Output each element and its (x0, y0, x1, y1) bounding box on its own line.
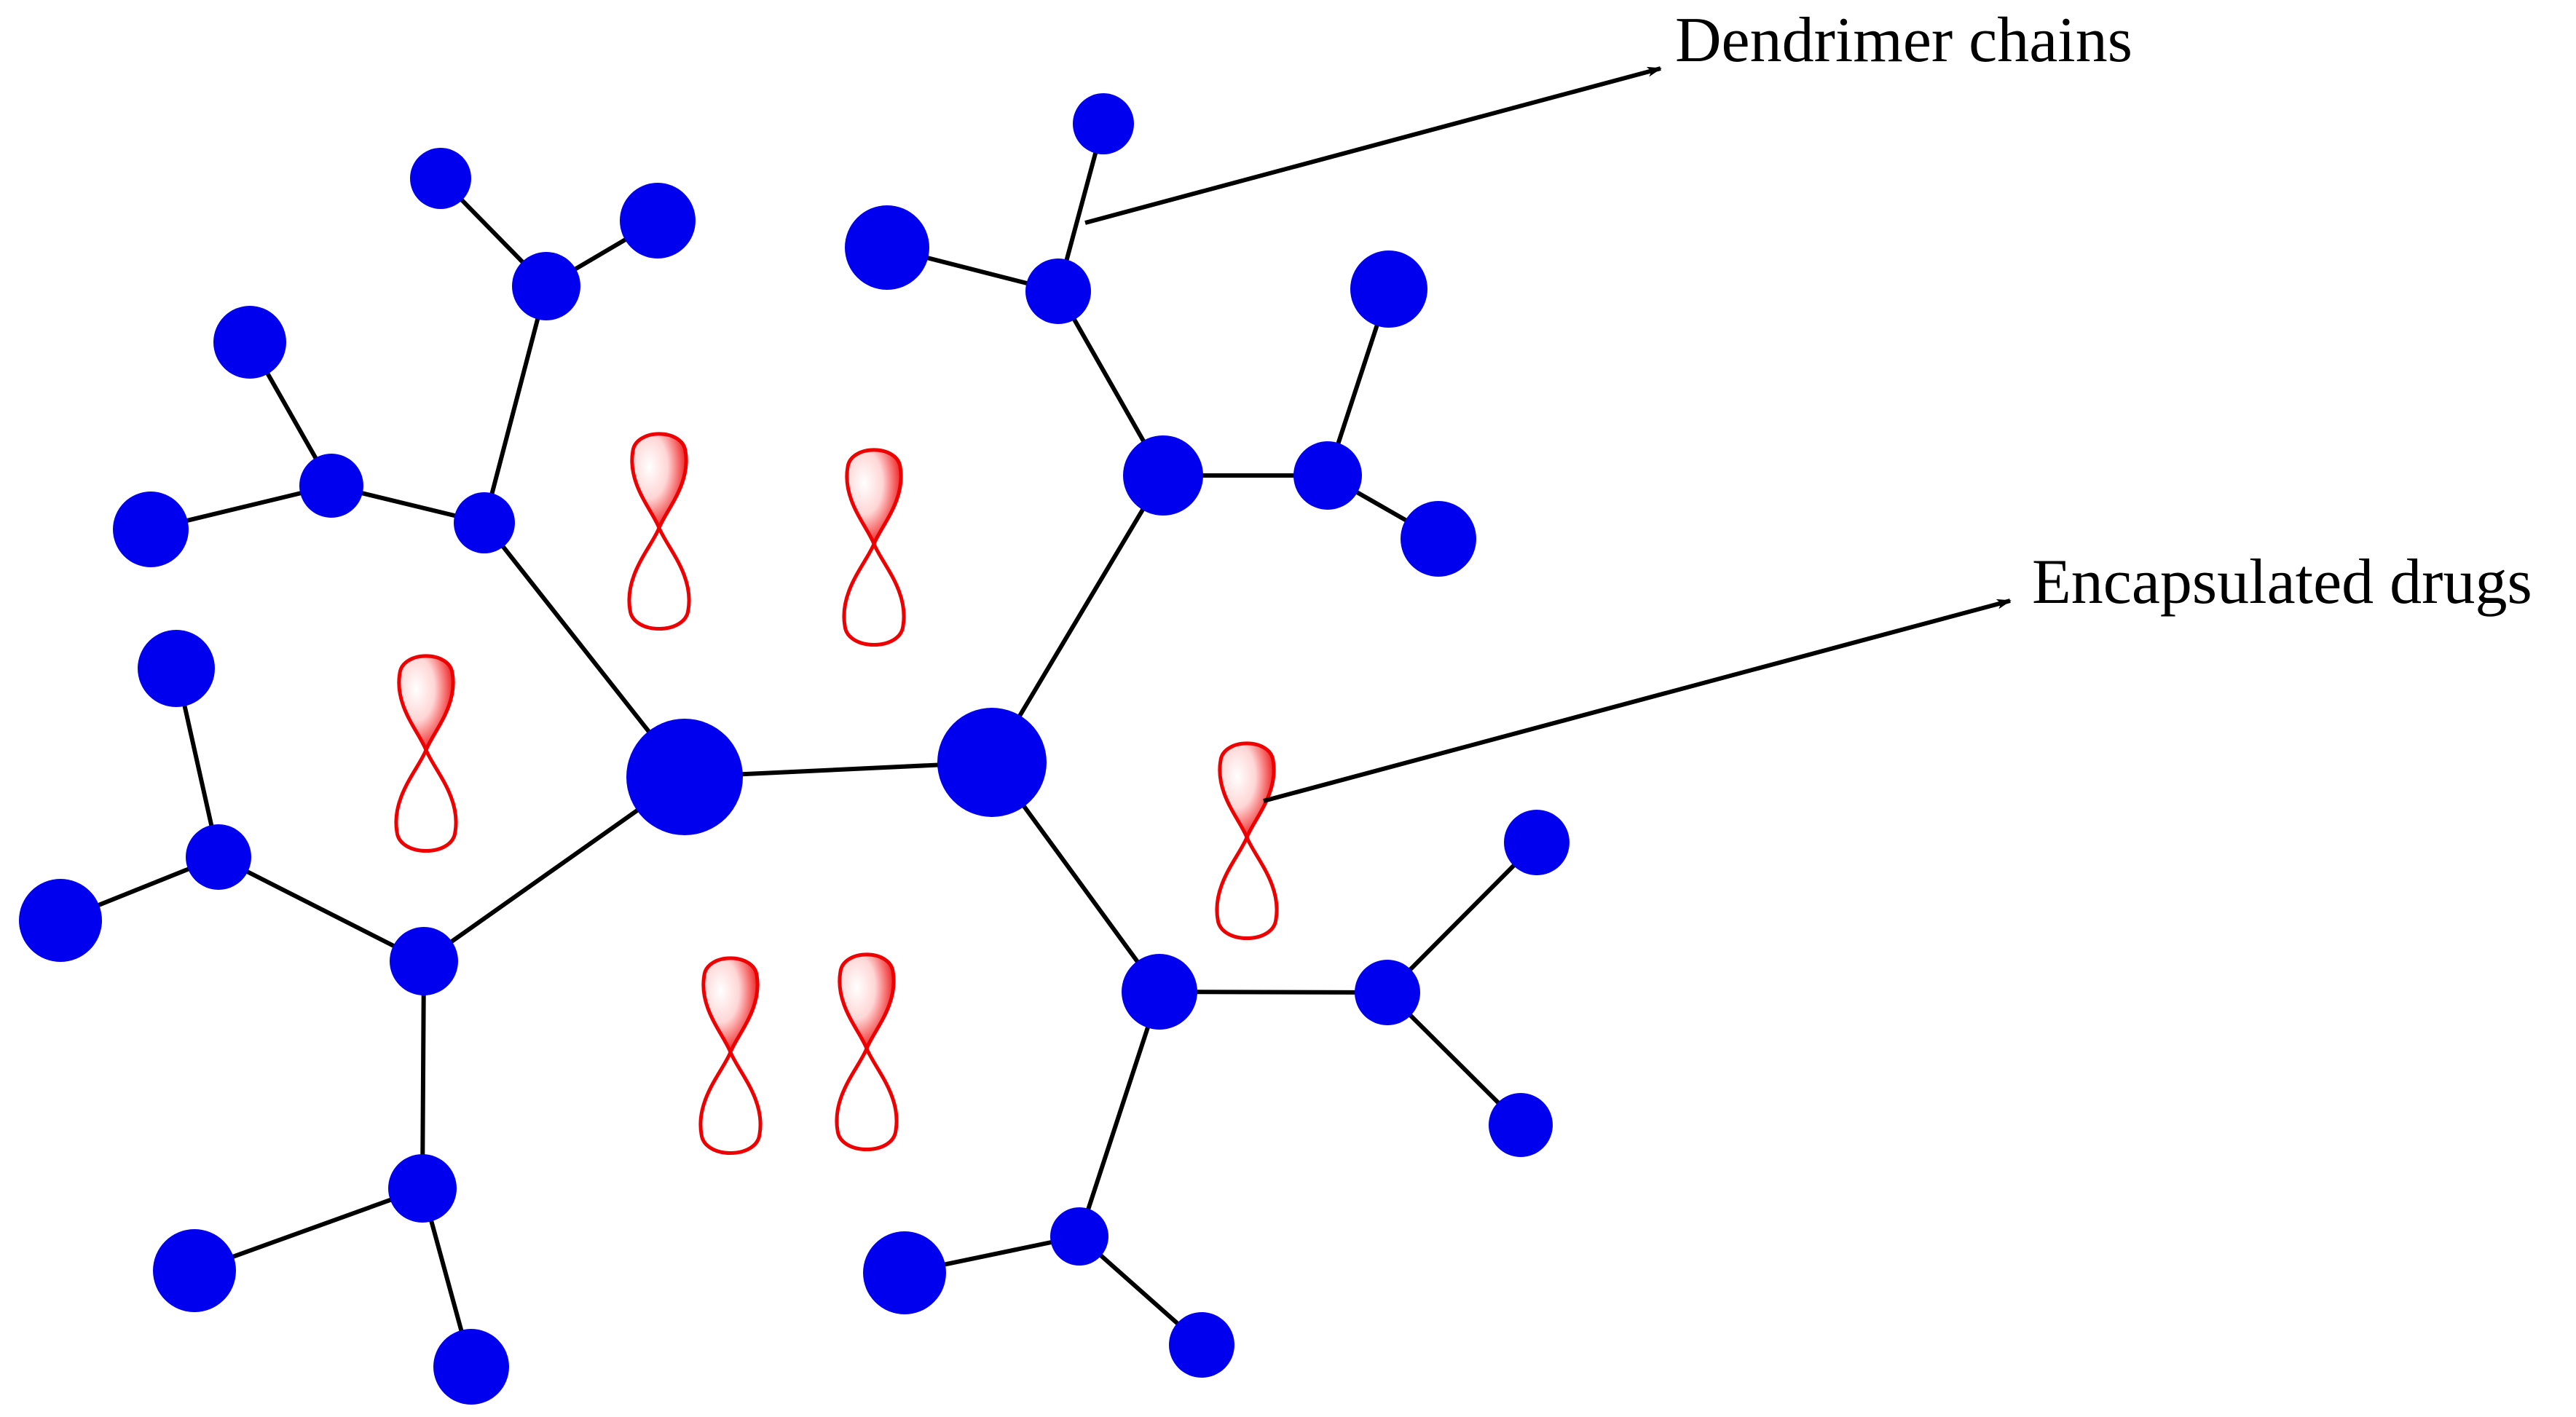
drug-molecule (1215, 741, 1279, 941)
branch-node (1122, 954, 1197, 1030)
branch-node (1293, 441, 1362, 510)
branch-node (512, 252, 580, 320)
branch-node (863, 1231, 946, 1314)
branch-node (1025, 258, 1091, 324)
branch-node (1169, 1312, 1234, 1378)
branch-node (1355, 960, 1420, 1025)
encapsulated-drugs (394, 432, 1279, 1156)
drug-lobe-outline (835, 1043, 899, 1152)
bond (482, 284, 548, 525)
drug-lobe-outline (842, 539, 906, 647)
bond (216, 855, 426, 963)
branch-node (138, 630, 215, 707)
drug-lobe-filled (845, 448, 903, 549)
drug-molecule (698, 956, 763, 1156)
drug-molecule (835, 952, 899, 1152)
dendrimer-nodes (19, 93, 1569, 1405)
branch-node (113, 492, 189, 567)
branch-node (390, 927, 458, 995)
drug-lobe-outline (627, 523, 691, 631)
drug-lobe-filled (701, 956, 760, 1057)
drug-molecule (842, 448, 906, 647)
branch-node (1401, 501, 1476, 577)
branch-node (1073, 93, 1134, 154)
dendrimer-chains-pointer (1084, 66, 1662, 225)
encapsulated-drugs-pointer (1263, 599, 2012, 803)
branch-node (1350, 250, 1427, 328)
drug-molecule (627, 432, 691, 631)
bond (420, 959, 426, 1191)
branch-node (299, 454, 363, 518)
branch-node (845, 205, 929, 290)
branch-node (153, 1229, 236, 1312)
branch-node (213, 306, 286, 379)
drug-lobe-filled (397, 654, 455, 755)
dendrimer-chains-callout: Dendrimer chains (1084, 5, 2132, 225)
drug-lobe-outline (1215, 832, 1279, 941)
branch-node (186, 824, 251, 890)
drug-lobe-filled (838, 952, 896, 1054)
branch-node (1504, 810, 1569, 875)
dendrimer-bonds (58, 122, 1539, 1369)
drug-lobe-outline (394, 745, 458, 853)
branch-node (1123, 435, 1203, 516)
branch-node (388, 1154, 457, 1223)
drug-lobe-filled (1218, 741, 1276, 842)
bond (1077, 990, 1162, 1239)
branch-node (19, 879, 102, 962)
encapsulated-drugs-label: Encapsulated drugs (2032, 547, 2532, 617)
encapsulated-drugs-callout: Encapsulated drugs (1263, 547, 2532, 803)
bond (990, 473, 1165, 765)
bond (1385, 840, 1539, 995)
branch-node (1050, 1207, 1108, 1266)
dendrimer-chains-label: Dendrimer chains (1675, 5, 2132, 76)
branch-node (1489, 1093, 1553, 1157)
branch-node (410, 148, 471, 209)
branch-node (433, 1329, 509, 1405)
branch-node (620, 183, 696, 258)
core-node (626, 719, 743, 835)
core-node (937, 708, 1047, 817)
branch-node (454, 492, 515, 553)
drug-lobe-outline (698, 1047, 763, 1156)
drug-lobe-filled (630, 432, 688, 533)
drug-molecule (394, 654, 458, 853)
